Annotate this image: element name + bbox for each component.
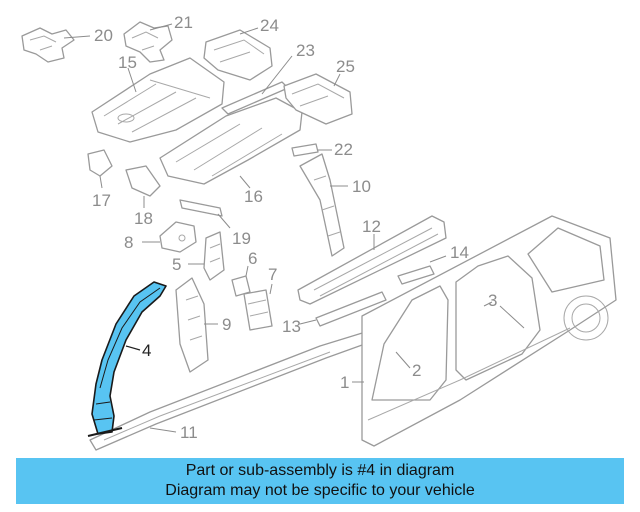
callout-12: 12	[362, 217, 381, 236]
part-20-bracket	[21, 27, 75, 63]
callout-6: 6	[248, 249, 257, 268]
callout-24: 24	[260, 16, 279, 35]
part-17-bracket	[87, 149, 113, 177]
part-24-panel	[203, 29, 273, 81]
callout-14: 14	[450, 243, 469, 262]
part-21-bracket	[123, 21, 173, 63]
callout-16: 16	[244, 187, 263, 206]
part-14-plate	[397, 265, 435, 285]
part-16-floor-pan	[159, 97, 303, 185]
callout-13: 13	[282, 317, 301, 336]
callout-4: 4	[142, 341, 151, 360]
callout-5: 5	[172, 255, 181, 274]
callout-9: 9	[222, 315, 231, 334]
callout-21: 21	[174, 13, 193, 32]
callout-15: 15	[118, 53, 137, 72]
callout-19: 19	[232, 229, 251, 248]
part-13-strip	[315, 291, 387, 327]
callout-3: 3	[488, 291, 497, 310]
info-banner: Part or sub-assembly is #4 in diagram Di…	[16, 458, 624, 504]
callout-25: 25	[336, 57, 355, 76]
part-25-panel	[283, 73, 353, 125]
callout-7: 7	[268, 265, 277, 284]
callout-8: 8	[124, 233, 133, 252]
part-18-bracket	[125, 165, 161, 197]
part-7-bracket	[243, 289, 273, 331]
callout-10: 10	[352, 177, 371, 196]
callout-17: 17	[92, 191, 111, 210]
callout-20: 20	[94, 26, 113, 45]
part-6-bracket	[231, 275, 251, 297]
part-22-plate	[291, 143, 319, 157]
part-12-sill-reinforcement	[297, 215, 447, 305]
part-4-a-pillar-highlighted[interactable]	[87, 281, 167, 437]
callout-23: 23	[296, 41, 315, 60]
parts-diagram: 20 21 24 15 23 16 25 22	[21, 13, 617, 451]
callout-22: 22	[334, 140, 353, 159]
callout-1: 1	[340, 373, 349, 392]
callout-11: 11	[180, 423, 198, 442]
part-10-pillar	[299, 153, 345, 257]
part-19-strip	[179, 199, 223, 217]
caption-line-2: Diagram may not be specific to your vehi…	[165, 482, 475, 499]
callout-2: 2	[412, 361, 421, 380]
caption-line-1: Part or sub-assembly is #4 in diagram	[185, 462, 455, 479]
part-5-reinforcement	[203, 231, 225, 281]
callout-18: 18	[134, 209, 153, 228]
part-8-bracket	[159, 221, 197, 253]
part-1-side-outer-panel	[361, 215, 617, 447]
part-9-inner-pillar	[175, 277, 209, 373]
part-15-floor-pan	[91, 57, 225, 143]
